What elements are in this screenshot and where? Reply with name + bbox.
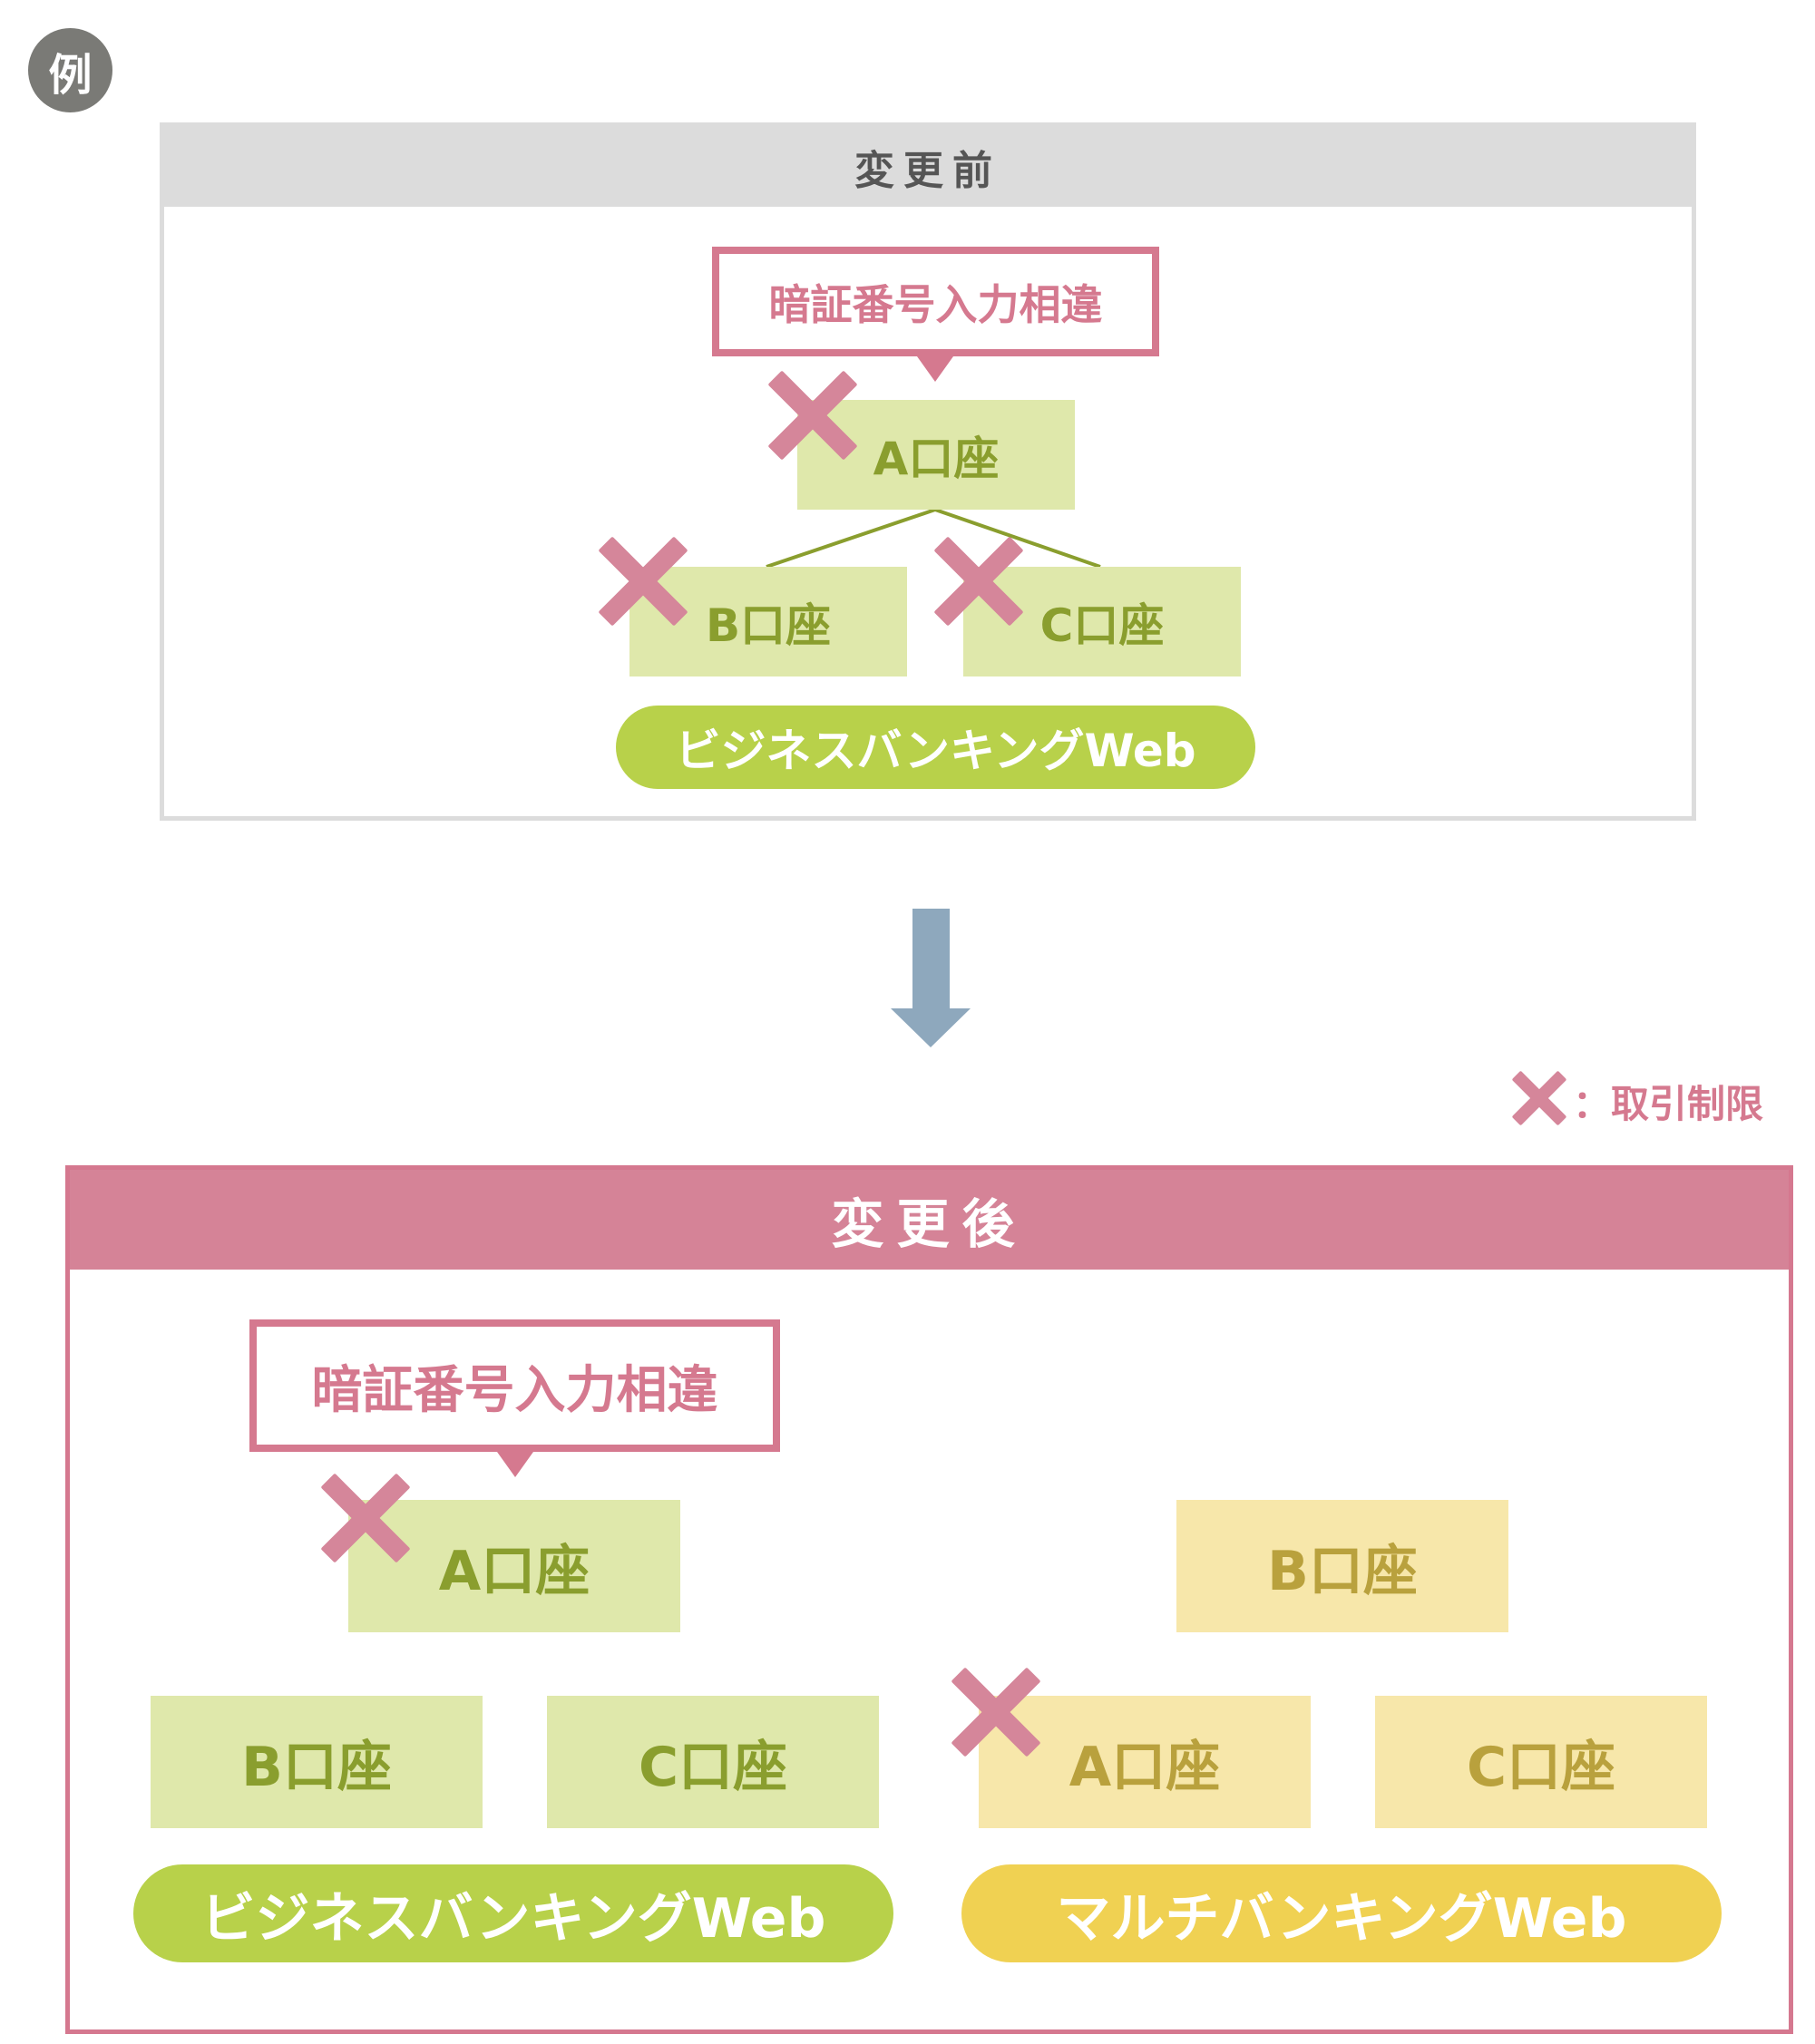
before-service-pill: ビジネスバンキングWeb (616, 706, 1255, 789)
restriction-x-icon (322, 1475, 409, 1562)
before-connector-b (766, 508, 936, 569)
restriction-x-icon (952, 1669, 1039, 1756)
after-callout: 暗証番号入力相違 (249, 1319, 780, 1452)
legend-label: ：取引制限 (1573, 1082, 1764, 1126)
after-title: 変更後 (70, 1170, 1789, 1270)
restriction-x-icon (769, 372, 856, 459)
after-left-account-c: C口座 (547, 1696, 879, 1828)
after-left-service-pill: ビジネスバンキングWeb (133, 1864, 893, 1962)
callout-pointer-icon (917, 356, 953, 382)
callout-pointer-icon (497, 1452, 533, 1477)
before-callout: 暗証番号入力相違 (712, 247, 1159, 356)
down-arrow-icon (891, 909, 971, 1047)
restriction-x-icon (600, 538, 687, 625)
after-left-account-b: B口座 (151, 1696, 483, 1828)
before-title: 変更前 (164, 127, 1692, 207)
after-right-account-c: C口座 (1375, 1696, 1707, 1828)
after-right-account-b: B口座 (1176, 1500, 1508, 1632)
before-panel: 変更前 (160, 122, 1696, 821)
legend-x-icon (1513, 1072, 1566, 1124)
restriction-x-icon (935, 538, 1022, 625)
example-badge: 例 (28, 28, 112, 112)
after-right-service-pill: マルチバンキングWeb (961, 1864, 1722, 1962)
